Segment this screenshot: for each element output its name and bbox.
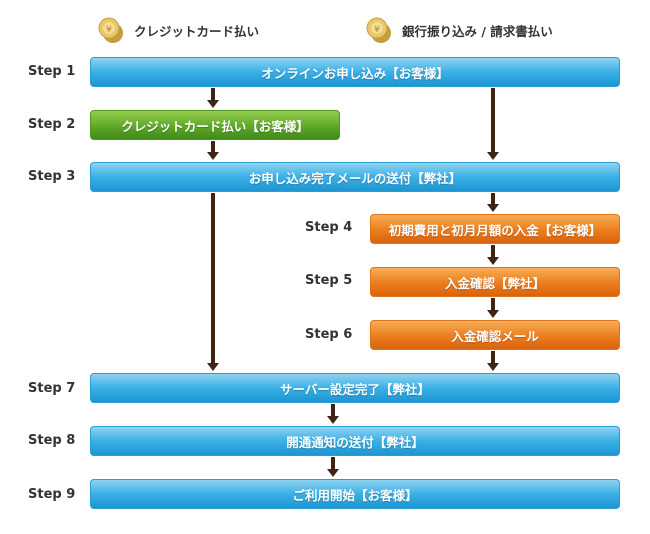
arrow-1-3-shaft xyxy=(491,88,495,152)
step-5-label: Step 5 xyxy=(305,273,353,288)
arrow-1-2-head xyxy=(207,100,219,108)
coin-icon: ¥ xyxy=(366,17,391,43)
step-4-label: Step 4 xyxy=(305,220,353,235)
arrow-2-3-head xyxy=(207,152,219,160)
coin-icon: ¥ xyxy=(98,17,123,43)
step-3-label: Step 3 xyxy=(28,169,76,184)
step-4-box: 初期費用と初月月額の入金【お客様】 xyxy=(370,214,620,244)
step-1-label: Step 1 xyxy=(28,64,76,79)
svg-text:¥: ¥ xyxy=(374,25,380,35)
header-bank-label: 銀行振り込み / 請求書払い xyxy=(402,23,553,39)
arrow-6-7-head xyxy=(487,363,499,371)
step-5-box: 入金確認【弊社】 xyxy=(370,267,620,297)
step-7-box: サーバー設定完了【弊社】 xyxy=(90,373,620,403)
arrow-5-6-head xyxy=(487,310,499,318)
step-3-box: お申し込み完了メールの送付【弊社】 xyxy=(90,162,620,192)
arrow-4-5-head xyxy=(487,257,499,265)
arrow-6-7-shaft xyxy=(491,351,495,363)
arrow-1-2-shaft xyxy=(211,88,215,100)
arrow-3-4-head xyxy=(487,204,499,212)
arrow-8-9-shaft xyxy=(331,457,335,469)
arrow-5-6-shaft xyxy=(491,298,495,310)
step-9-box: ご利用開始【お客様】 xyxy=(90,479,620,509)
arrow-3-7-shaft xyxy=(211,193,215,363)
step-6-box: 入金確認メール xyxy=(370,320,620,350)
svg-text:¥: ¥ xyxy=(106,25,112,35)
step-9-label: Step 9 xyxy=(28,487,76,502)
arrow-4-5-shaft xyxy=(491,245,495,257)
step-7-label: Step 7 xyxy=(28,381,76,396)
arrow-7-8-shaft xyxy=(331,404,335,416)
step-2-box: クレジットカード払い【お客様】 xyxy=(90,110,340,140)
arrow-3-7-head xyxy=(207,363,219,371)
arrow-2-3-shaft xyxy=(211,141,215,152)
step-8-label: Step 8 xyxy=(28,433,76,448)
arrow-8-9-head xyxy=(327,469,339,477)
header-bank: ¥ 銀行振り込み / 請求書払い xyxy=(364,12,553,48)
step-1-box: オンラインお申し込み【お客様】 xyxy=(90,57,620,87)
arrow-1-3-head xyxy=(487,152,499,160)
header-credit-label: クレジットカード払い xyxy=(134,23,260,39)
step-2-label: Step 2 xyxy=(28,117,76,132)
step-6-label: Step 6 xyxy=(305,327,353,342)
arrow-7-8-head xyxy=(327,416,339,424)
header-credit: ¥ クレジットカード払い xyxy=(96,12,259,48)
arrow-3-4-shaft xyxy=(491,193,495,204)
step-8-box: 開通通知の送付【弊社】 xyxy=(90,426,620,456)
